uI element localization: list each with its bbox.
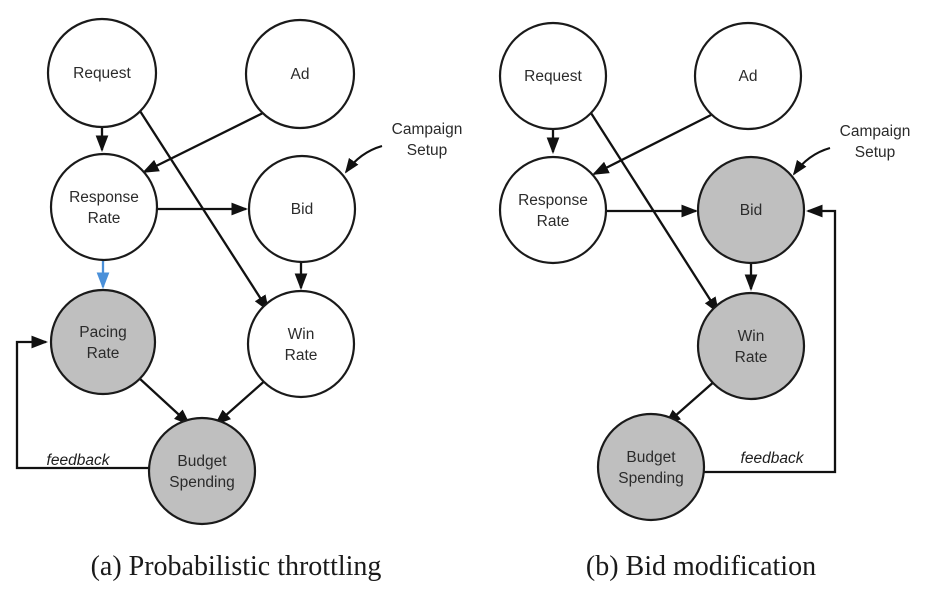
- campaign-setup-label-line2-b: Setup: [855, 144, 896, 161]
- panel-a-caption: (a) Probabilistic throttling: [91, 551, 382, 582]
- node-budget-spending-label-line2: Spending: [169, 474, 235, 491]
- edge-win-rate-to-budget-spending: [214, 377, 269, 426]
- edge-budget-spending-to-pacing-rate-feedback: [15, 335, 149, 470]
- node-response-rate-circle[interactable]: [49, 152, 159, 262]
- node-win-rate-label-line1-b: Win: [738, 328, 765, 345]
- node-response-rate-label-line1: Response: [69, 189, 139, 206]
- edge-pacing-rate-to-budget-spending: [138, 377, 191, 426]
- node-pacing-rate[interactable]: Pacing Rate: [49, 288, 157, 396]
- node-pacing-rate-circle[interactable]: [49, 288, 157, 396]
- node-bid-circle[interactable]: [247, 154, 357, 264]
- edge-win-rate-to-budget-spending-b: [664, 379, 717, 426]
- panel-a-edges: [15, 110, 383, 470]
- node-request[interactable]: Request: [46, 17, 158, 129]
- node-response-rate-circle-b[interactable]: [498, 155, 608, 265]
- node-ad-circle-b[interactable]: [693, 21, 803, 131]
- node-budget-spending[interactable]: Budget Spending: [147, 416, 257, 526]
- panel-b: Request Ad Response Rate Bid Win Rate: [498, 21, 911, 582]
- edge-ad-to-response-rate: [142, 111, 264, 174]
- node-request-circle[interactable]: [46, 17, 158, 129]
- annotation-campaign-setup-b: Campaign Setup: [840, 123, 911, 161]
- node-response-rate-label-line2-b: Rate: [537, 213, 570, 230]
- panel-b-edges: [546, 112, 837, 474]
- node-win-rate-label-line1: Win: [288, 326, 315, 343]
- feedback-label-a: feedback: [47, 452, 111, 469]
- node-ad-label-b: Ad: [739, 68, 758, 85]
- panel-a: Request Ad Response Rate Bid Pacing Rate: [15, 17, 463, 582]
- node-ad-label: Ad: [291, 66, 310, 83]
- edge-request-to-win-rate: [139, 110, 270, 312]
- edge-budget-spending-to-bid-feedback: [700, 204, 837, 474]
- node-response-rate-label-line2: Rate: [88, 210, 121, 227]
- node-budget-spending-circle[interactable]: [147, 416, 257, 526]
- edge-ad-to-response-rate-b: [592, 113, 712, 176]
- annotation-campaign-setup: Campaign Setup: [392, 121, 463, 159]
- campaign-setup-label-line1-b: Campaign: [840, 123, 911, 140]
- node-bid-label: Bid: [291, 201, 313, 218]
- node-request-circle-b[interactable]: [498, 21, 608, 131]
- campaign-setup-label-line1: Campaign: [392, 121, 463, 138]
- node-request-label-b: Request: [524, 68, 582, 85]
- node-win-rate-circle[interactable]: [246, 289, 356, 399]
- node-request-b[interactable]: Request: [498, 21, 608, 131]
- node-win-rate[interactable]: Win Rate: [246, 289, 356, 399]
- node-budget-spending-label-line1-b: Budget: [626, 449, 676, 466]
- node-budget-spending-label-line1: Budget: [177, 453, 227, 470]
- node-win-rate-circle-b[interactable]: [696, 291, 806, 401]
- node-win-rate-label-line2-b: Rate: [735, 349, 768, 366]
- node-request-label: Request: [73, 65, 131, 82]
- node-ad-b[interactable]: Ad: [693, 21, 803, 131]
- feedback-label-b: feedback: [741, 450, 805, 467]
- node-win-rate-label-line2: Rate: [285, 347, 318, 364]
- node-budget-spending-b[interactable]: Budget Spending: [596, 412, 706, 522]
- node-ad-circle[interactable]: [244, 18, 356, 130]
- node-budget-spending-circle-b[interactable]: [596, 412, 706, 522]
- edge-campaign-setup-to-bid: [344, 144, 383, 174]
- node-response-rate-b[interactable]: Response Rate: [498, 155, 608, 265]
- panel-b-caption: (b) Bid modification: [586, 551, 816, 582]
- node-bid-circle-b[interactable]: [696, 155, 806, 265]
- node-response-rate[interactable]: Response Rate: [49, 152, 159, 262]
- node-bid-b[interactable]: Bid: [696, 155, 806, 265]
- node-pacing-rate-label-line1: Pacing: [79, 324, 126, 341]
- node-bid-label-b: Bid: [740, 202, 762, 219]
- node-pacing-rate-label-line2: Rate: [87, 345, 120, 362]
- node-budget-spending-label-line2-b: Spending: [618, 470, 684, 487]
- node-win-rate-b[interactable]: Win Rate: [696, 291, 806, 401]
- node-response-rate-label-line1-b: Response: [518, 192, 588, 209]
- edge-request-to-win-rate-b: [590, 112, 720, 314]
- campaign-setup-label-line2: Setup: [407, 142, 448, 159]
- edge-campaign-setup-to-bid-b: [792, 146, 831, 176]
- node-bid[interactable]: Bid: [247, 154, 357, 264]
- node-ad[interactable]: Ad: [244, 18, 356, 130]
